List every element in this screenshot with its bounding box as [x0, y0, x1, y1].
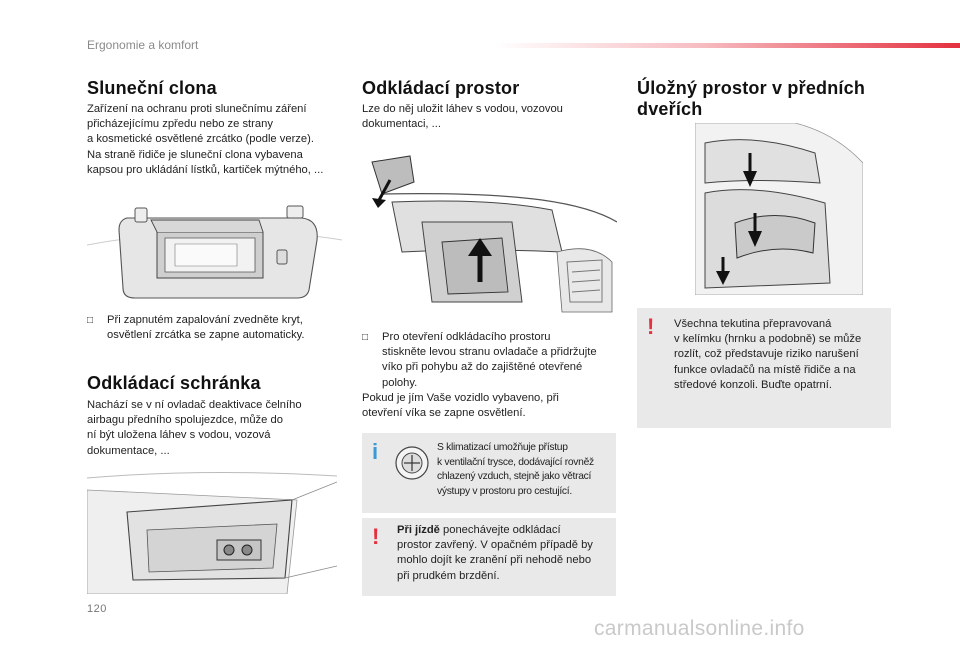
storage-illustration — [362, 152, 617, 317]
info-icon: i — [372, 439, 379, 464]
storage-bullet: □ Pro otevření odkládacího prostoru stis… — [362, 330, 622, 391]
storage-warning-text: Při jízdě ponechávejte odkládací prostor… — [397, 523, 612, 584]
exclamation-icon: ! — [647, 314, 655, 339]
info-box: i S klimatizací umožňuje přístup k venti… — [362, 433, 616, 513]
sun-visor-illustration — [87, 200, 342, 305]
storage-heading: Odkládací prostor — [362, 78, 520, 98]
glovebox-illustration — [87, 468, 337, 594]
storage-bullet-text: Pro otevření odkládacího prostoru stiskn… — [382, 331, 597, 389]
glovebox-heading: Odkládací schránka — [87, 373, 261, 393]
sun-visor-text: Zařízení na ochranu proti slunečnímu zář… — [87, 103, 324, 176]
storage-text: Lze do něj uložit láhev s vodou, vozovou… — [362, 103, 563, 131]
square-bullet-icon: □ — [87, 315, 94, 326]
info-text: S klimatizací umožňuje přístup k ventila… — [437, 442, 594, 497]
storage-warning-rest: ponechávejte odkládací prostor zavřený. … — [397, 524, 593, 582]
storage-after-text: Pokud je jím Vaše vozidlo vybaveno, při … — [362, 392, 559, 420]
door-storage-heading: Úložný prostor v předních dveřích — [637, 78, 866, 119]
door-warning-text: Všechna tekutina přepravovaná v kelímku … — [674, 318, 862, 391]
header-accent-bar — [495, 43, 960, 48]
door-illustration — [695, 123, 863, 295]
storage-warning-bold: Při jízdě — [397, 524, 440, 536]
section-title: Ergonomie a komfort — [87, 38, 199, 52]
square-bullet-icon: □ — [362, 332, 369, 343]
sun-visor-bullet-text: Při zapnutém zapalování zvedněte kryt, o… — [107, 314, 305, 342]
warning-box-door: ! Všechna tekutina přepravovaná v kelímk… — [637, 308, 891, 428]
page-number: 120 — [87, 603, 107, 615]
sun-visor-bullet: □ Při zapnutém zapalování zvedněte kryt,… — [87, 313, 357, 343]
glovebox-text: Nachází se v ní ovladač deaktivace čelní… — [87, 399, 302, 457]
vent-icon — [392, 443, 432, 483]
warning-box-storage: ! Při jízdě ponechávejte odkládací prost… — [362, 518, 616, 596]
sun-visor-heading: Sluneční clona — [87, 78, 217, 98]
watermark: carmanualsonline.info — [594, 617, 805, 640]
exclamation-icon: ! — [372, 524, 380, 549]
